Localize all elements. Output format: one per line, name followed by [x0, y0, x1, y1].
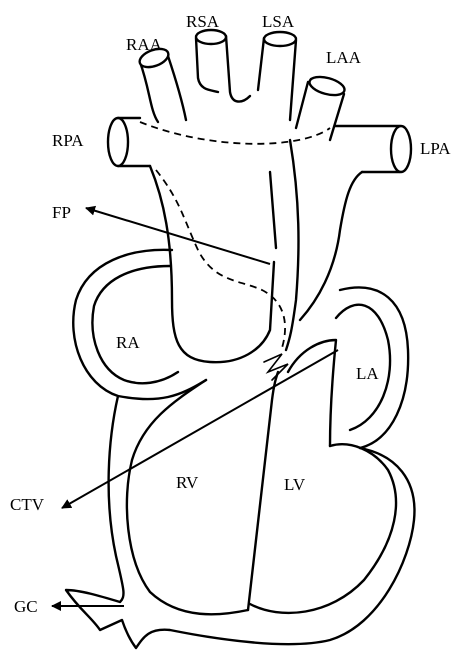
aortic-trunk — [148, 138, 364, 364]
label-lv: LV — [284, 475, 306, 494]
ctv-pointer — [61, 349, 339, 509]
arch-vessels — [138, 28, 346, 142]
left-atrium-wall — [338, 286, 410, 450]
lv-septal-wall — [286, 338, 338, 448]
label-lpa: LPA — [420, 139, 451, 158]
label-ctv: CTV — [10, 495, 45, 514]
fp-pointer — [85, 205, 271, 265]
left-atrium-inner — [334, 303, 392, 432]
fetal-pathway — [155, 169, 286, 349]
ventricle-outer-wall — [64, 394, 416, 650]
rv-inner-wall — [125, 378, 250, 616]
label-fp: FP — [52, 203, 71, 222]
label-ra: RA — [116, 333, 140, 352]
label-rpa: RPA — [52, 131, 84, 150]
right-atrium-wall — [72, 248, 208, 401]
label-rsa: RSA — [186, 12, 220, 31]
valve-zigzag — [263, 353, 289, 381]
lv-inner-wall — [248, 443, 398, 615]
pulmonary-artery — [106, 116, 413, 174]
label-laa: LAA — [326, 48, 362, 67]
label-la: LA — [356, 364, 379, 383]
label-lsa: LSA — [262, 12, 295, 31]
label-gc: GC — [14, 597, 38, 616]
label-raa: RAA — [126, 35, 163, 54]
right-atrium-inner — [91, 264, 180, 385]
interventricular-septum — [246, 370, 280, 612]
label-rv: RV — [176, 473, 199, 492]
